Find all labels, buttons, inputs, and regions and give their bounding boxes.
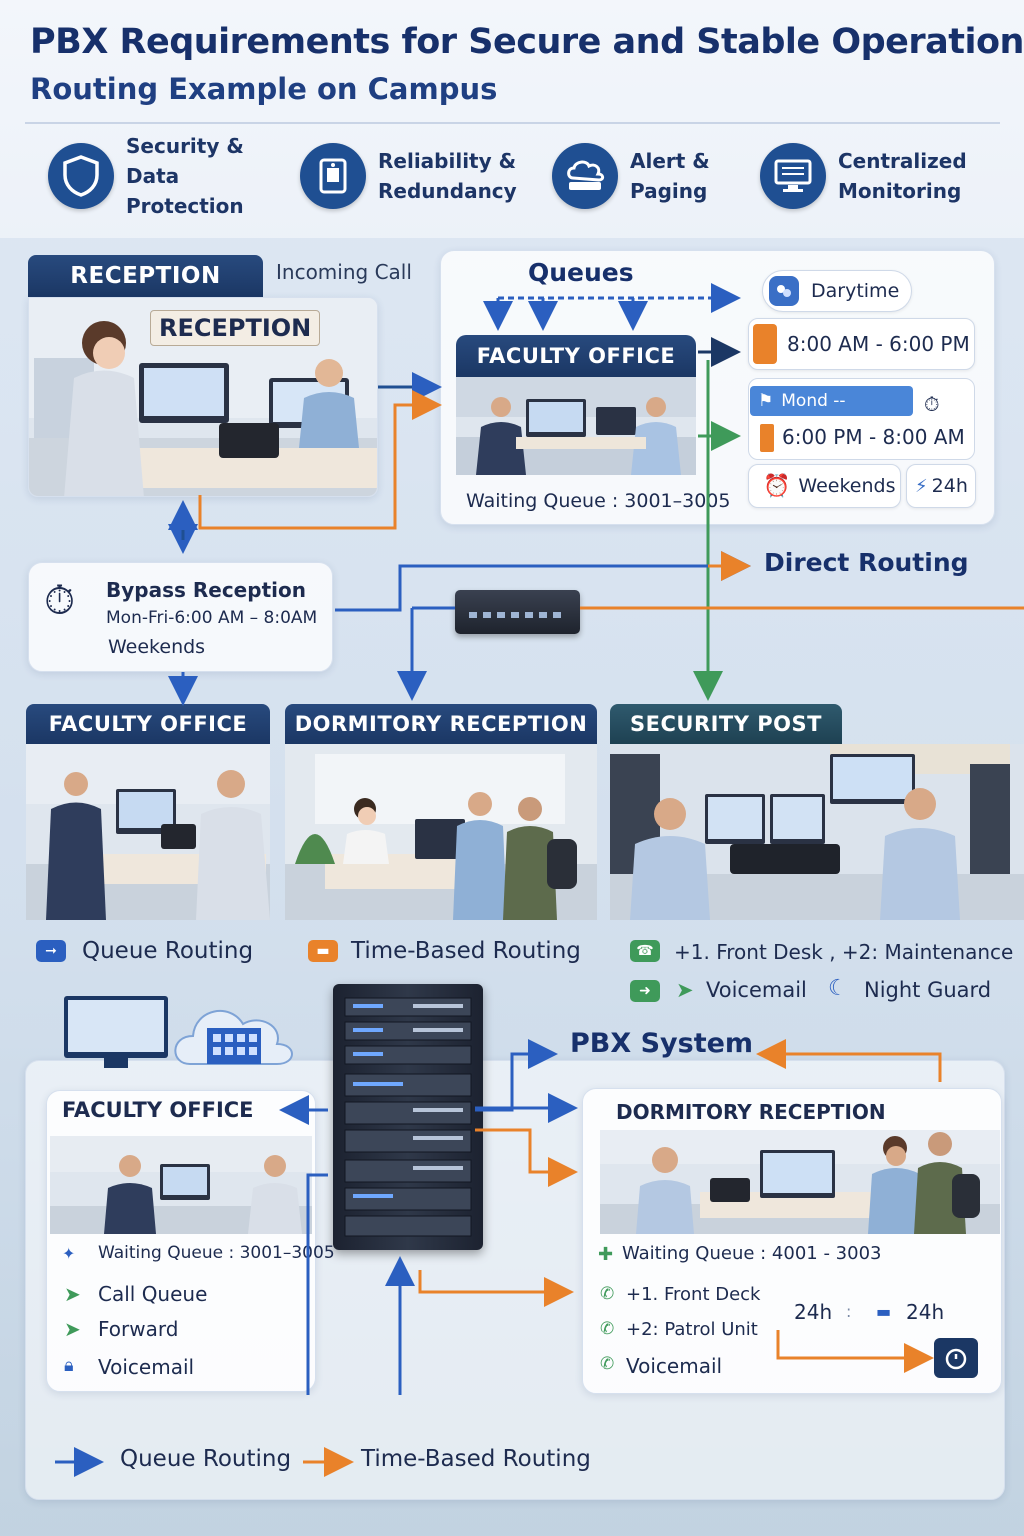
night-hours: 6:00 PM - 8:00 AM [782, 425, 965, 449]
daytime-label: Darytime [811, 280, 900, 302]
dorm-item-front-deck: +1. Front Deck [626, 1284, 761, 1305]
dorm-24h-b: 24h [906, 1300, 945, 1324]
incoming-call-label: Incoming Call [276, 260, 412, 284]
reception-tab: RECEPTION [28, 255, 263, 297]
bypass-panel [28, 562, 333, 672]
calendar-icon [753, 324, 777, 364]
faculty-queue-scene [456, 377, 696, 475]
legend-phone-badge: ☎ [630, 940, 660, 962]
timer-icon [934, 1338, 978, 1378]
site-security-tab: SECURITY POST [610, 704, 842, 744]
day-hours-row: 8:00 AM - 6:00 PM [748, 318, 975, 370]
bypass-weekends: Weekends [108, 636, 206, 658]
header-divider [25, 122, 1000, 124]
arrow-right-icon: ➞ [36, 940, 66, 962]
page-title: PBX Requirements for Secure and Stable O… [30, 22, 1024, 62]
feature-alert: Alert &Paging [552, 140, 800, 212]
sparkle-icon: ✦ [62, 1244, 76, 1263]
chat-icon [769, 276, 799, 306]
day-hours: 8:00 AM - 6:00 PM [787, 332, 970, 356]
separator-dot: : [846, 1302, 852, 1321]
cloud-icon [552, 143, 618, 209]
pbx-system-title: PBX System [570, 1028, 754, 1059]
feature-reliability: Reliability &Redundancy [300, 140, 548, 212]
forward-icon: ➜ [630, 980, 660, 1002]
faculty-item-forward: Forward [98, 1317, 179, 1341]
router-device [455, 590, 580, 634]
direct-routing-label: Direct Routing [764, 548, 969, 577]
legend-queue-badge: ➞ [36, 940, 66, 962]
minus-icon: ▬ [308, 940, 338, 962]
faculty-bottom-waiting: Waiting Queue : 3001–3005 [98, 1243, 335, 1263]
bypass-hours: Mon-Fri-6:00 AM – 8:0AM [106, 608, 318, 628]
night-marker [760, 424, 774, 452]
faculty-item-call-queue: Call Queue [98, 1282, 208, 1306]
queues-waiting: Waiting Queue : 3001–3005 [466, 490, 731, 512]
monday-label: Mond -- [781, 391, 846, 411]
phone-icon-3: ✆ [600, 1354, 615, 1374]
legend-bottom-queue: Queue Routing [120, 1446, 292, 1472]
lock-icon: 🔒︎ [64, 1355, 74, 1376]
security-post-scene [610, 744, 1024, 920]
forward-arrow-icon: ➤ [64, 1317, 81, 1341]
24h-label: 24h [931, 475, 968, 497]
faculty-office-scene [26, 744, 270, 920]
weekends-pill: ⏰ Weekends [748, 464, 901, 508]
cloud-building-icon [165, 984, 305, 1074]
legend-time-badge: ▬ [308, 940, 338, 962]
flag-icon: ⚑ [758, 391, 774, 411]
monday-bar: ⚑ Mond -- [750, 386, 913, 416]
dorm-24h-a: 24h [794, 1300, 833, 1324]
plus-icon: ✚ [598, 1244, 614, 1265]
bypass-title: Bypass Reception [106, 578, 306, 602]
clock-icon: ⏱ [44, 578, 76, 624]
page-subtitle: Routing Example on Campus [30, 72, 498, 106]
legend-night-guard: Night Guard [864, 978, 992, 1002]
daytime-pill: Darytime [762, 270, 912, 312]
phone-icon: ☎ [630, 940, 660, 962]
green-arrow-icon: ➤ [676, 978, 694, 1002]
weekends-label: Weekends [798, 475, 896, 497]
legend-time-routing: Time-Based Routing [351, 938, 581, 964]
24h-pill: ⚡ 24h [906, 464, 976, 508]
legend-front-desk: +1. Front Desk , +2: Maintenance [674, 940, 1014, 964]
server-icon [300, 143, 366, 209]
pbx-server-rack [333, 984, 483, 1250]
site-dorm-tab: DORMITORY RECEPTION [285, 704, 597, 744]
dorm-item-patrol-unit: +2: Patrol Unit [626, 1319, 758, 1340]
phone-icon-2: ✆ [600, 1319, 615, 1339]
feature-security: Security &Data Protection [48, 134, 296, 218]
phone-icon-1: ✆ [600, 1284, 615, 1304]
faculty-bottom-tab: FACULTY OFFICE [62, 1098, 254, 1122]
shield-icon [48, 143, 114, 209]
alarm-clock-icon: ⏰ [763, 473, 791, 499]
dorm-bottom-scene [600, 1130, 1000, 1234]
queues-title: Queues [528, 258, 634, 287]
dorm-bottom-waiting: Waiting Queue : 4001 - 3003 [622, 1243, 882, 1264]
dorm-reception-scene [285, 744, 597, 920]
reception-sign: RECEPTION [150, 310, 321, 346]
legend-queue-routing: Queue Routing [82, 938, 254, 964]
faculty-bottom-scene [50, 1136, 312, 1234]
site-faculty-tab: FACULTY OFFICE [26, 704, 270, 744]
legend-voicemail: Voicemail [706, 978, 807, 1002]
legend-voicemail-badge: ➜ [630, 980, 660, 1002]
moon-icon: ☾ [828, 976, 848, 1001]
call-queue-arrow-icon: ➤ [64, 1282, 81, 1306]
dorm-item-voicemail: Voicemail [626, 1354, 723, 1378]
faculty-item-voicemail: Voicemail [98, 1355, 195, 1379]
dorm-bottom-tab: DORMITORY RECEPTION [616, 1100, 886, 1124]
lightning-icon: ⚡ [915, 475, 928, 497]
stopwatch-icon: ⏱ [924, 392, 940, 416]
desktop-monitor [64, 996, 168, 1068]
queues-office-tab: FACULTY OFFICE [456, 335, 696, 377]
small-monitor-icon: ▬ [876, 1302, 892, 1321]
monitor-icon [760, 143, 826, 209]
legend-bottom-time: Time-Based Routing [361, 1446, 591, 1472]
